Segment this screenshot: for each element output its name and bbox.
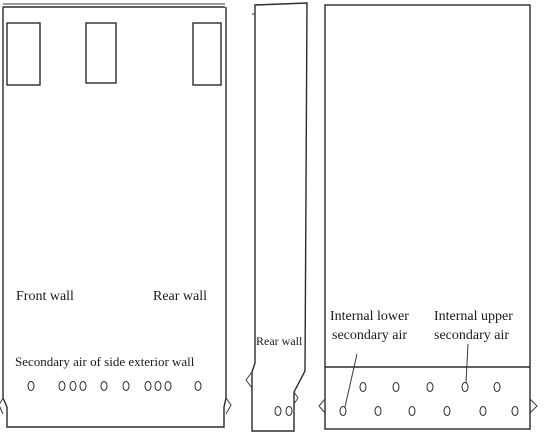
section-view: Rear wall — [245, 2, 308, 432]
side-nozzle — [154, 381, 162, 391]
internal-lower-nozzle — [408, 406, 416, 416]
internal-lower-nozzle — [443, 406, 451, 416]
front-wall-label: Front wall — [16, 289, 74, 304]
internal-foot-left — [318, 398, 326, 414]
internal-lower-label-line1: Internal lower — [330, 309, 409, 324]
lower-leader-line — [344, 353, 358, 408]
section-rear-wall-label: Rear wall — [256, 334, 303, 348]
internal-lower-nozzle — [511, 406, 519, 416]
internal-lower-nozzle — [339, 406, 347, 416]
side-nozzle-row — [27, 381, 202, 391]
internal-lower-nozzle — [479, 406, 487, 416]
internal-upper-nozzle — [493, 382, 501, 392]
section-nozzle — [285, 406, 293, 416]
side-nozzle — [27, 381, 35, 391]
side-foot-left — [0, 397, 4, 415]
section-foot-left — [245, 371, 253, 389]
rear-wall-label: Rear wall — [153, 289, 207, 304]
internal-upper-nozzle — [426, 382, 434, 392]
side-opening-middle — [85, 22, 117, 84]
internal-upper-label-line1: Internal upper — [434, 309, 513, 324]
internal-wall-view: Internal lower secondary air Internal up… — [318, 4, 538, 430]
side-nozzle — [79, 381, 87, 391]
side-opening-left — [6, 22, 41, 86]
internal-lower-label-line2: secondary air — [332, 328, 407, 343]
side-nozzle — [164, 381, 172, 391]
section-nozzle — [274, 406, 282, 416]
internal-wall-outline — [324, 4, 531, 430]
internal-lower-nozzle-row — [339, 406, 519, 416]
internal-foot-right — [529, 398, 538, 414]
side-nozzle — [58, 381, 66, 391]
side-secondary-air-label: Secondary air of side exterior wall — [15, 354, 195, 369]
side-opening-right — [192, 22, 222, 86]
internal-upper-nozzle-row — [359, 382, 501, 392]
side-nozzle — [100, 381, 108, 391]
side-nozzle — [122, 381, 130, 391]
section-outline — [251, 2, 308, 432]
side-wall-view: Front wall Rear wall Secondary air of si… — [0, 3, 232, 428]
side-foot-right — [225, 397, 232, 415]
upper-leader-line — [465, 343, 469, 384]
side-nozzle — [144, 381, 152, 391]
internal-upper-nozzle — [359, 382, 367, 392]
internal-upper-label-line2: secondary air — [434, 328, 509, 343]
section-foot-right — [293, 391, 299, 405]
internal-upper-nozzle — [461, 382, 469, 392]
internal-upper-nozzle — [392, 382, 400, 392]
side-nozzle — [194, 381, 202, 391]
side-nozzle — [69, 381, 77, 391]
side-wall-outline — [2, 7, 227, 428]
internal-lower-nozzle — [374, 406, 382, 416]
